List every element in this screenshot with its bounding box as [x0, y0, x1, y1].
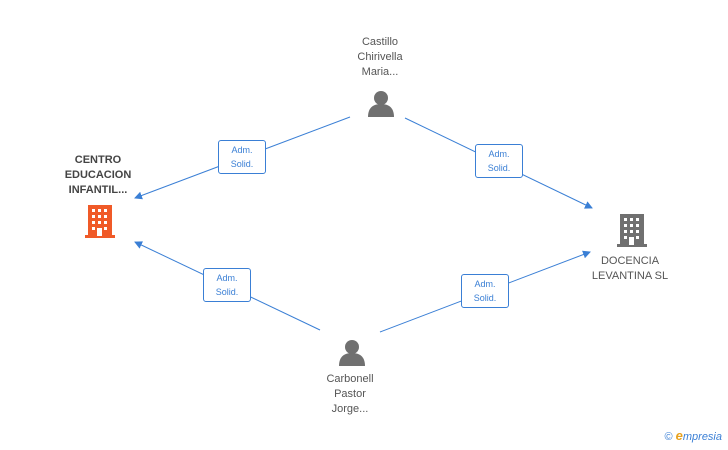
- copyright-symbol: ©: [664, 431, 673, 443]
- brand-watermark: © empresia: [664, 428, 722, 443]
- person-icon[interactable]: [339, 340, 365, 366]
- edge-role-badge: Adm. Solid.: [475, 144, 523, 178]
- edge-role-badge: Adm. Solid.: [218, 140, 266, 174]
- brand-e: e: [675, 428, 683, 443]
- brand-rest: mpresia: [682, 431, 722, 443]
- company-left-label[interactable]: CENTRO EDUCACION INFANTIL...: [64, 154, 132, 196]
- edge-role-badge: Adm. Solid.: [461, 274, 509, 308]
- edge-role-badge: Adm. Solid.: [203, 268, 251, 302]
- person-top-label[interactable]: Castillo Chirivella Maria...: [357, 36, 403, 78]
- building-icon[interactable]: [85, 205, 115, 238]
- person-icon[interactable]: [368, 91, 394, 117]
- building-icon[interactable]: [617, 214, 647, 247]
- company-right-label[interactable]: DOCENCIA LEVANTINA SL: [591, 255, 669, 282]
- person-bottom-label[interactable]: Carbonell Pastor Jorge...: [326, 373, 374, 415]
